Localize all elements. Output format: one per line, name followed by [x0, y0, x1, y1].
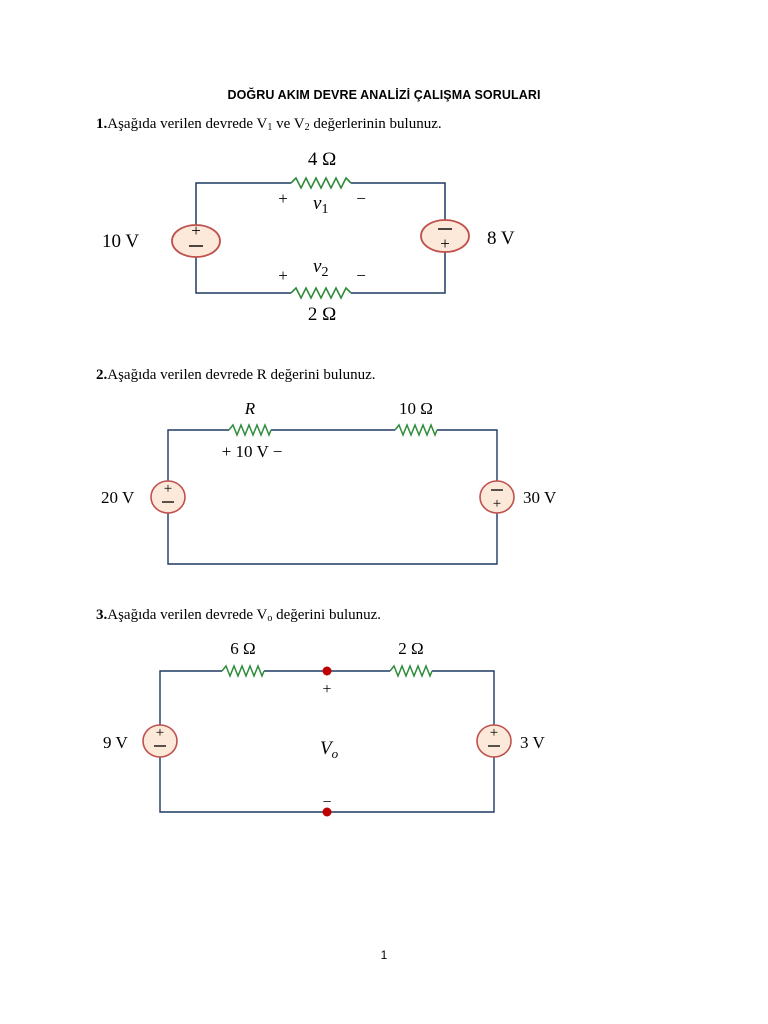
source-label-left: 10 V	[102, 231, 139, 252]
source-label-left: 20 V	[101, 488, 135, 507]
voltage-vo: Vo	[320, 738, 339, 761]
voltage-source-20v: +	[150, 480, 186, 514]
resistor-label: 6 Ω	[230, 639, 255, 658]
page-title: DOĞRU AKIM DEVRE ANALİZİ ÇALIŞMA SORULAR…	[227, 88, 541, 102]
circuit-3: + + 6 Ω 2 Ω + Vo − 9 V 3 V	[103, 639, 545, 817]
svg-text:+: +	[493, 496, 501, 512]
question-2: 2.Aşağıda verilen devrede R değerini bul…	[96, 367, 376, 383]
polarity-minus: −	[356, 266, 366, 285]
svg-text:+: +	[490, 725, 498, 741]
voltage-source-10v: +	[171, 221, 221, 258]
resistor-6-ohm	[221, 663, 265, 679]
polarity-minus: −	[356, 189, 366, 208]
voltage-drop-label: + 10 V −	[222, 442, 283, 461]
resistor-label: 2 Ω	[398, 639, 423, 658]
svg-text:+: +	[156, 725, 164, 741]
voltage-source-3v: +	[476, 724, 512, 758]
page-number: 1	[380, 948, 388, 962]
question-number: 2.	[96, 367, 108, 383]
circuit-1-wires	[195, 182, 446, 294]
polarity-plus: +	[322, 681, 331, 698]
voltage-source-30v: +	[479, 480, 515, 514]
resistor-label: 4 Ω	[308, 149, 336, 170]
question-3: 3.Aşağıda verilen devrede Vo değerini bu…	[96, 607, 382, 624]
svg-text:+: +	[164, 481, 172, 497]
source-label-right: 3 V	[520, 733, 545, 752]
resistor-2-ohm	[290, 286, 352, 300]
polarity-plus: +	[278, 189, 288, 208]
question-1: 1.Aşağıda verilen devrede V1 ve V2 değer…	[96, 116, 442, 133]
source-label-right: 30 V	[523, 488, 557, 507]
circuit-1: + + 4 Ω 2 Ω + − v1 + − v2 10 V 8 V	[102, 149, 515, 325]
resistor-label: R	[244, 399, 256, 418]
resistor-r	[228, 422, 272, 438]
source-label-right: 8 V	[487, 228, 515, 249]
question-number: 1.	[96, 116, 108, 132]
voltage-v2: v2	[313, 256, 328, 280]
svg-text:+: +	[191, 221, 201, 240]
question-number: 3.	[96, 607, 108, 623]
resistor-10-ohm	[394, 422, 438, 438]
voltage-source-9v: +	[142, 724, 178, 758]
node-bottom	[322, 807, 332, 817]
polarity-minus: −	[322, 794, 331, 811]
polarity-plus: +	[278, 266, 288, 285]
resistor-label: 2 Ω	[308, 304, 336, 325]
circuit-2-wires	[167, 429, 498, 565]
resistor-2-ohm	[389, 663, 433, 679]
circuit-2: + + R 10 Ω + 10 V − 20 V 30 V	[101, 399, 557, 565]
resistor-4-ohm	[290, 176, 352, 190]
voltage-v1: v1	[313, 193, 328, 217]
source-label-left: 9 V	[103, 733, 128, 752]
node-top	[322, 666, 332, 676]
voltage-source-8v: +	[420, 219, 470, 253]
svg-text:+: +	[440, 234, 450, 253]
resistor-label: 10 Ω	[399, 399, 433, 418]
